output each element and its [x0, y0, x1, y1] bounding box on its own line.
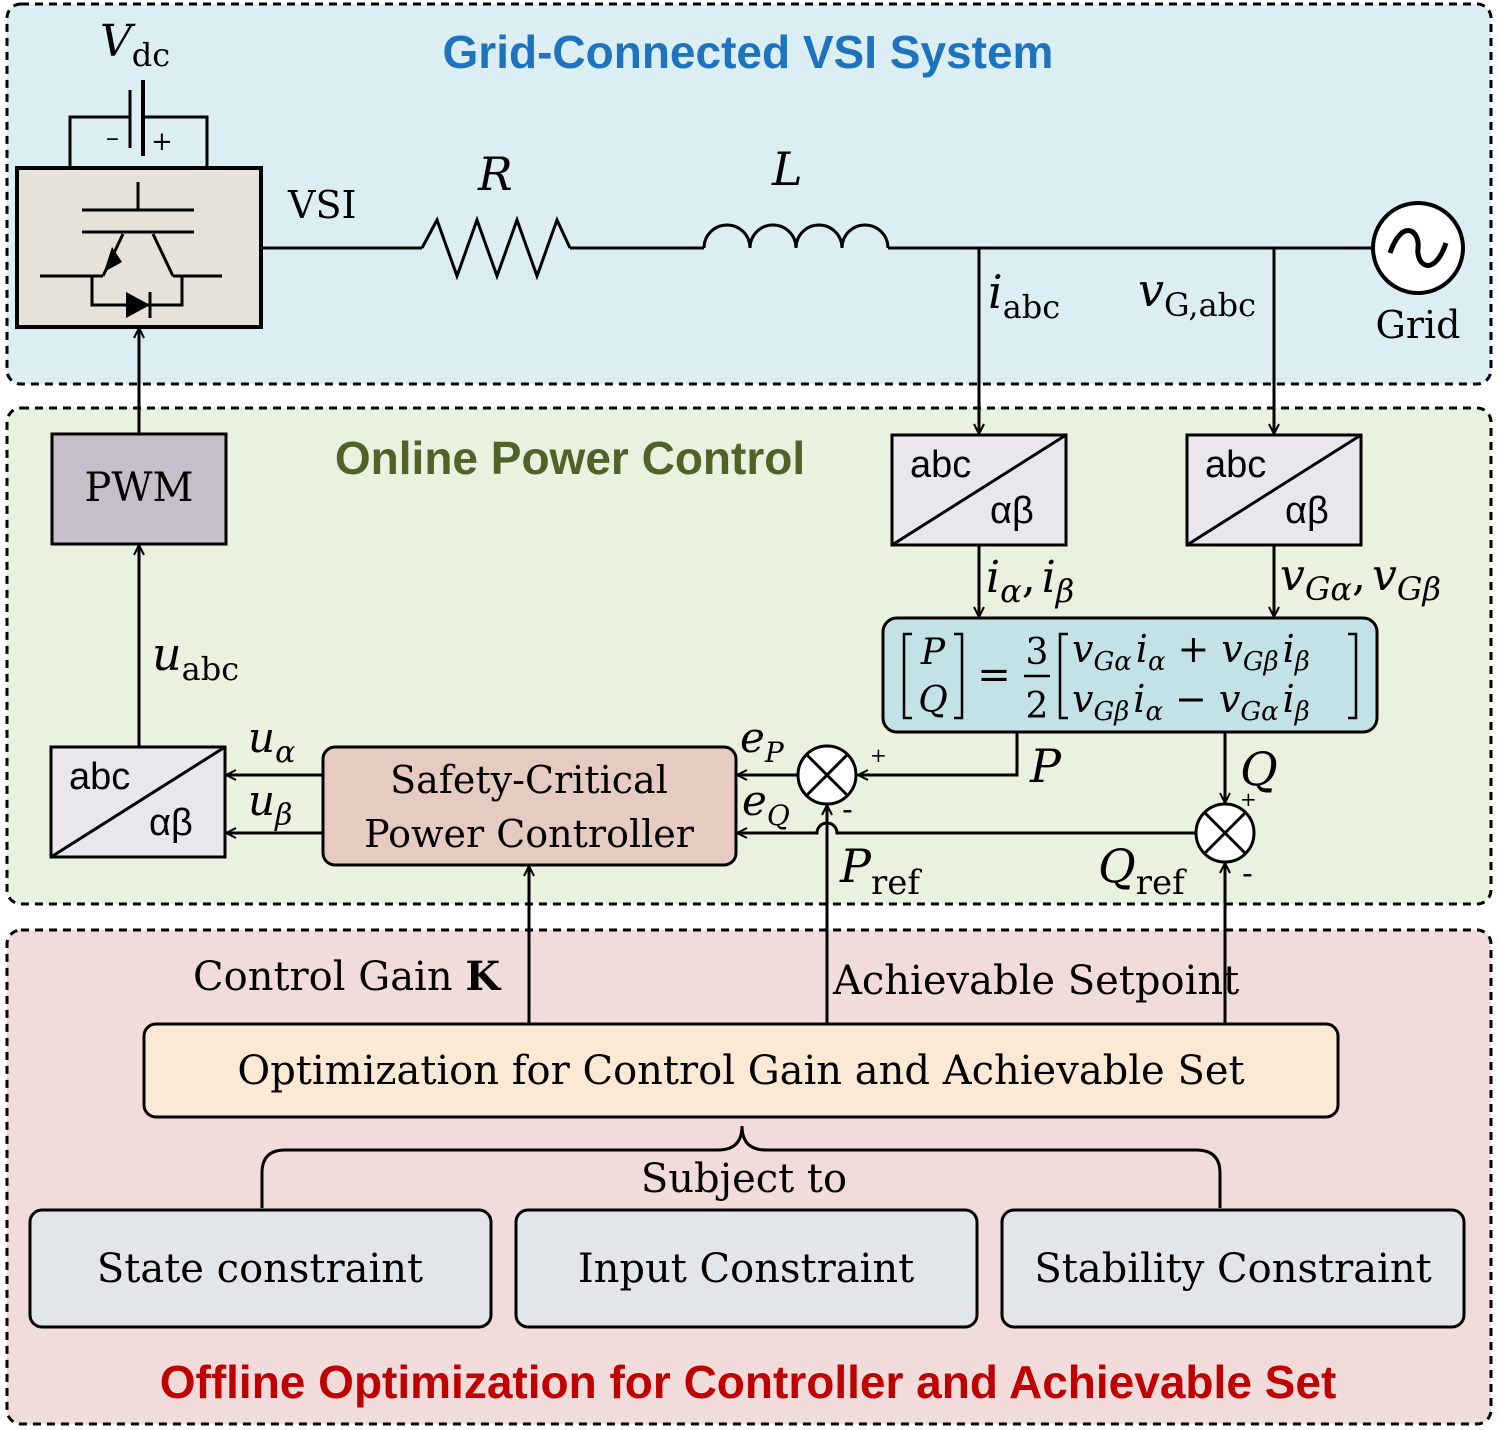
sine-icon: [1387, 228, 1449, 268]
control-gain-label: Control Gain K: [193, 953, 501, 1000]
stability-constraint-label: Stability Constraint: [1034, 1246, 1431, 1292]
optimization-block: [142, 1022, 1340, 1119]
system-title: Grid-Connected VSI System: [443, 26, 1054, 78]
sum-q-plus: +: [1240, 787, 1257, 811]
controller-label-line2: Power Controller: [364, 812, 695, 856]
sum-p-minus: -: [842, 790, 853, 828]
optimization-label: Optimization for Control Gain and Achiev…: [237, 1048, 1244, 1094]
abc-alphabeta-voltage-block: abc αβ: [1185, 433, 1363, 547]
input-constraint-label: Input Constraint: [578, 1246, 914, 1292]
grid-label: Grid: [1376, 303, 1461, 347]
abc-alphabeta-current-block: abc αβ: [890, 433, 1068, 547]
u-beta-label: uβ: [248, 776, 292, 833]
svg-text:αβ: αβ: [990, 490, 1034, 532]
subject-to-brace: [260, 1125, 1222, 1208]
igbt-arrow-icon: [104, 247, 122, 272]
controller-label-line1: Safety-Critical: [390, 758, 668, 802]
stability-constraint-block: [1000, 1208, 1466, 1329]
u-abc-label: uabc: [152, 627, 239, 688]
state-constraint-block: [28, 1208, 493, 1329]
q-label: Q: [1240, 742, 1278, 796]
eq-q: Q: [918, 680, 948, 721]
vg-alphabeta-label: vGα,vGβ: [1280, 550, 1441, 608]
ep-label: eP: [740, 713, 785, 769]
sum-q-minus: -: [1242, 854, 1253, 892]
main-line: [261, 215, 1372, 281]
eq-frac-den: 2: [1026, 686, 1049, 727]
power-equation-block: [881, 616, 1379, 734]
offline-title: Offline Optimization for Controller and …: [160, 1356, 1337, 1408]
state-constraint-label: State constraint: [97, 1246, 423, 1292]
online-title: Online Power Control: [335, 432, 805, 484]
i-alphabeta-label: iα,iβ: [986, 552, 1074, 610]
battery-plus: +: [151, 127, 173, 157]
vdc-label: Vdc: [100, 16, 170, 74]
p-label: P: [1029, 739, 1062, 793]
alphabeta-abc-output-block: abc αβ: [49, 745, 227, 859]
l-label: L: [771, 142, 803, 196]
q-ref-label: Qref: [1098, 839, 1187, 903]
svg-text:abc: abc: [1205, 444, 1266, 486]
u-alpha-label: uα: [248, 713, 295, 770]
eq-equals: =: [977, 652, 1011, 698]
resistor-icon: [420, 215, 572, 281]
vg-abc-label: vG,abc: [1138, 263, 1256, 324]
eq-label: eQ: [742, 776, 790, 832]
battery-minus: –: [106, 123, 119, 153]
r-label: R: [477, 147, 513, 201]
p-signal-line: [858, 732, 1019, 775]
battery-icon: [68, 80, 209, 166]
inductor-icon: [702, 223, 890, 249]
diode-icon: [126, 292, 150, 318]
svg-text:αβ: αβ: [1285, 490, 1329, 532]
svg-text:abc: abc: [910, 444, 971, 486]
p-ref-label: Pref: [839, 839, 922, 903]
eq-p: P: [920, 632, 946, 673]
svg-text:abc: abc: [69, 756, 130, 798]
achievable-setpoint-label: Achievable Setpoint: [832, 958, 1239, 1004]
power-equation: [902, 632, 1358, 720]
i-abc-label: iabc: [988, 265, 1060, 326]
eq-frac-num: 3: [1026, 632, 1049, 673]
subject-to-label: Subject to: [641, 1156, 847, 1202]
system-section: [5, 2, 1493, 386]
svg-text:αβ: αβ: [149, 802, 193, 844]
input-constraint-block: [514, 1208, 979, 1329]
vsi-label: VSI: [287, 183, 357, 227]
pwm-block: [50, 432, 228, 546]
sum-p-plus: +: [870, 743, 887, 767]
pwm-label: PWM: [85, 465, 194, 511]
